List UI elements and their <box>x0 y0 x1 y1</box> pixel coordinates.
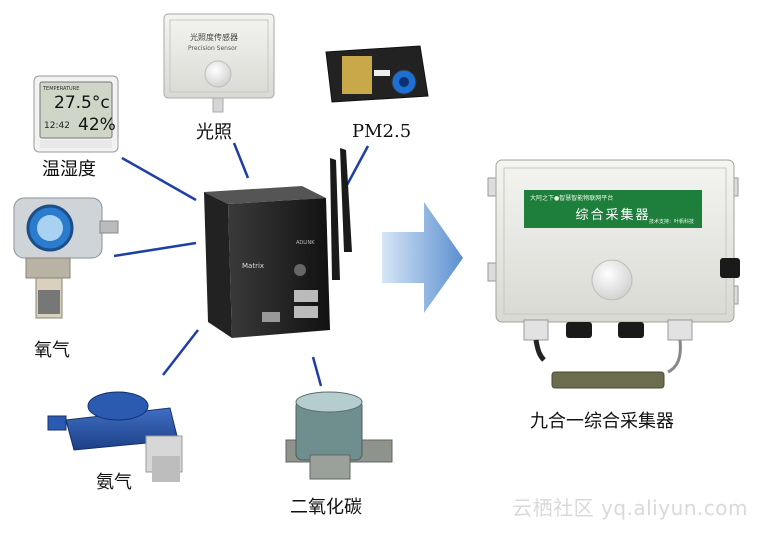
flow-arrow <box>382 202 463 313</box>
link-light <box>232 142 250 179</box>
gateway-model: ADLINK <box>296 240 315 246</box>
co2-sensor-device <box>285 391 393 480</box>
light-dome <box>204 60 232 88</box>
link-oxygen <box>113 241 197 258</box>
collector-plate: 大阿之下●智慧智能物联网平台 综合采集器 技术支持：叶帆科技 <box>524 190 702 228</box>
thermo-hygrometer-device <box>33 75 119 153</box>
label-co2: 二氧化碳 <box>290 497 362 518</box>
label-light: 光照 <box>196 122 232 143</box>
thermo-header: TEMPERATURE <box>42 86 79 92</box>
thermo-humidity: 42% <box>78 115 116 135</box>
light-sensor-device <box>163 13 275 113</box>
label-pm25: PM2.5 <box>352 121 412 142</box>
link-ammonia <box>162 329 199 376</box>
label-thermo: 温湿度 <box>42 159 96 180</box>
light-sensor-name-en: Precision Sensor <box>188 45 238 52</box>
label-ammonia: 氨气 <box>96 472 132 493</box>
plate-small-text: 大阿之下●智慧智能物联网平台 <box>530 195 614 202</box>
link-pm25 <box>345 145 370 186</box>
gateway-brand: Matrix <box>242 262 264 270</box>
label-collector: 九合一综合采集器 <box>530 411 674 432</box>
link-co2 <box>311 356 323 387</box>
gateway-device <box>204 148 352 338</box>
plate-title: 综合采集器 <box>575 208 651 223</box>
watermark: 云栖社区 yq.aliyun.com <box>512 496 748 520</box>
thermo-time: 12:42 <box>44 121 70 131</box>
thermo-temp: 27.5°c <box>54 93 110 113</box>
light-sensor-name-cn: 光照度传感器 <box>190 32 238 42</box>
ammonia-sensor-device <box>47 391 183 482</box>
connection-lines <box>113 142 370 387</box>
oxygen-sensor-device <box>13 197 119 319</box>
plate-tiny-text: 技术支持：叶帆科技 <box>648 219 694 225</box>
label-oxygen: 氧气 <box>34 340 70 361</box>
pm25-sensor-device <box>325 45 429 103</box>
collector-dome <box>591 259 633 301</box>
link-thermo <box>121 156 197 202</box>
